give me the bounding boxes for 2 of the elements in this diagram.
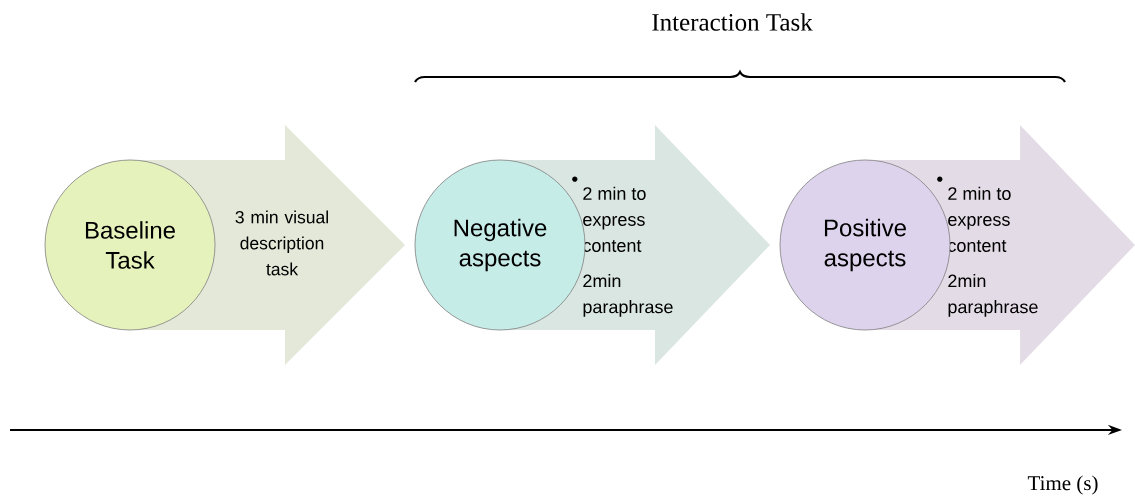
heading: Interaction Task (652, 13, 813, 31)
axis-label: Time (s) (1027, 475, 1098, 495)
